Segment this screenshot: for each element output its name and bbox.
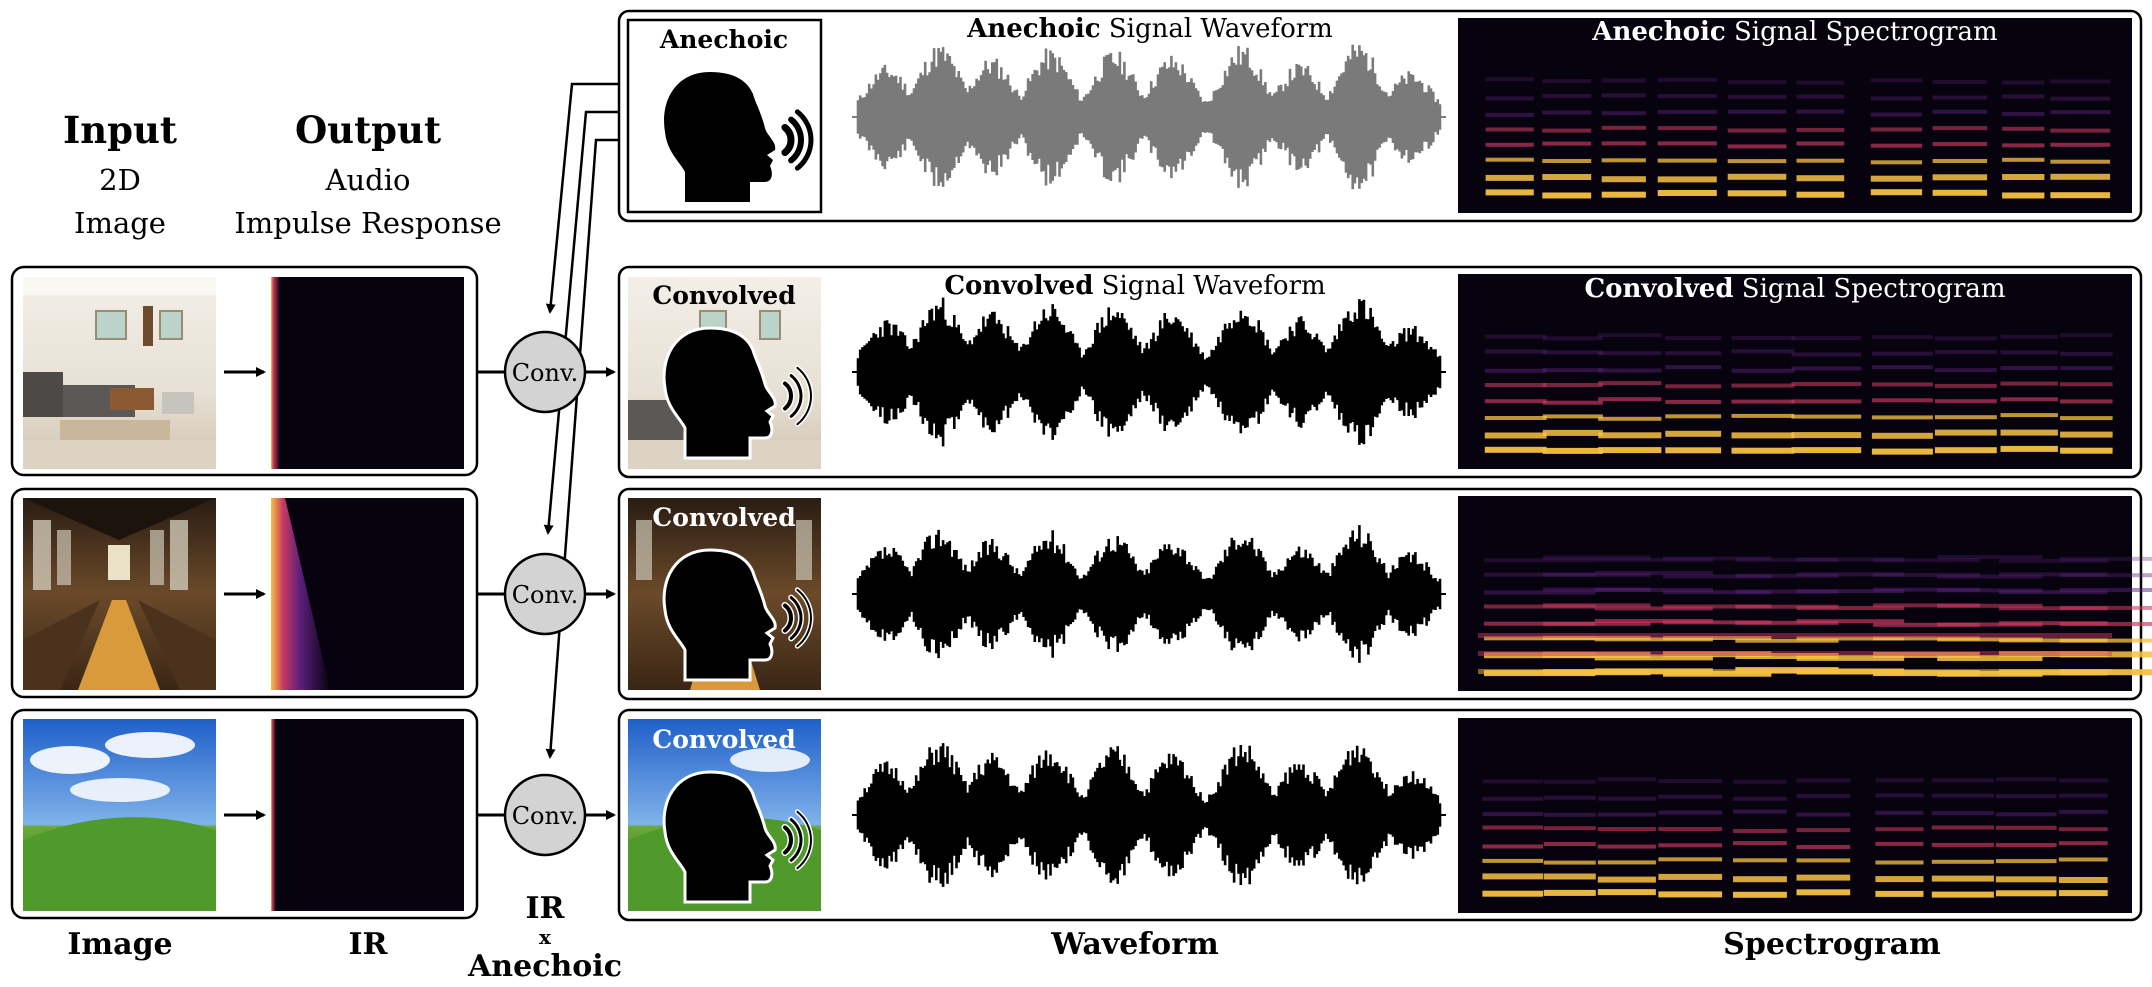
conv-node-3: Conv. [477,773,616,857]
footer-op-line3: Anechoic [467,949,622,984]
convolved-badge-label-3: Convolved [652,725,795,754]
anechoic-routing-lines [543,82,619,759]
svg-text:Convolved Signal Waveform: Convolved Signal Waveform [944,271,1325,301]
living-room-image [23,277,216,469]
footer-spectrogram-label: Spectrogram [1723,927,1941,962]
convolved-spectrogram-bands-1 [1484,333,2113,455]
anechoic-panel [617,9,2143,223]
svg-text:Anechoic Signal Waveform: Anechoic Signal Waveform [966,14,1333,44]
anechoic-spectrogram-title: Anechoic Signal Spectrogram [1591,17,1997,47]
living-room-ir [271,277,464,469]
svg-text:Anechoic Signal Spectrogram: Anechoic Signal Spectrogram [1591,17,1997,47]
footer-op-line2: x [539,925,552,949]
convolved-waveform-living-room [852,297,1446,447]
convolved-panel-great-hall [617,487,2143,701]
speaking-head-icon [662,770,814,904]
convolved-badge-label-2: Convolved [652,503,795,532]
footer-op-line1: IR [526,891,566,926]
convolved-badge-label-1: Convolved [652,281,795,310]
footer-image-label: Image [67,927,172,962]
output-subtitle-line1: Audio [325,163,411,197]
svg-text:Conv.: Conv. [512,359,579,387]
input-title: Input [63,108,177,152]
green-hill-image [23,719,216,911]
green-hill-ir-onset [271,719,276,911]
convolved-waveform-great-hall [852,525,1446,663]
great-hall-image [23,498,216,690]
convolved-waveform-title: Convolved Signal Waveform [944,271,1325,301]
output-subtitle-line2: Impulse Response [234,206,501,240]
convolved-spectrogram-bands-2 [1478,555,2152,677]
anechoic-badge-label: Anechoic [659,25,788,54]
convolved-panel-living-room [617,265,2143,479]
output-title: Output [295,108,441,152]
great-hall-ir-decay [271,498,330,690]
anechoic-waveform-title: Anechoic Signal Waveform [966,14,1333,44]
footer-waveform-label: Waveform [1050,927,1219,962]
convolved-panel-green-hill [617,708,2143,922]
convolved-spectrogram-title: Convolved Signal Spectrogram [1584,274,2005,304]
convolved-spectrogram-bands-3 [1482,777,2108,898]
conv-node-2: Conv. [477,552,616,636]
speaking-head-icon [662,326,814,460]
svg-text:Conv.: Conv. [512,581,579,609]
svg-text:Convolved Signal Spectrogram: Convolved Signal Spectrogram [1584,274,2005,304]
convolved-waveform-green-hill [852,743,1446,887]
anechoic-spectrogram-bands [1485,77,2111,199]
speaking-head-icon [662,548,814,682]
living-room-ir-onset [271,277,280,469]
green-hill-ir [271,719,464,911]
input-subtitle-line2: Image [74,206,166,240]
conv-node-1: Conv. [477,330,616,414]
anechoic-waveform [852,44,1446,190]
svg-text:Conv.: Conv. [512,802,579,830]
input-subtitle-line1: 2D [99,163,141,197]
speaking-head-icon [664,72,814,202]
footer-ir-label: IR [349,927,389,962]
